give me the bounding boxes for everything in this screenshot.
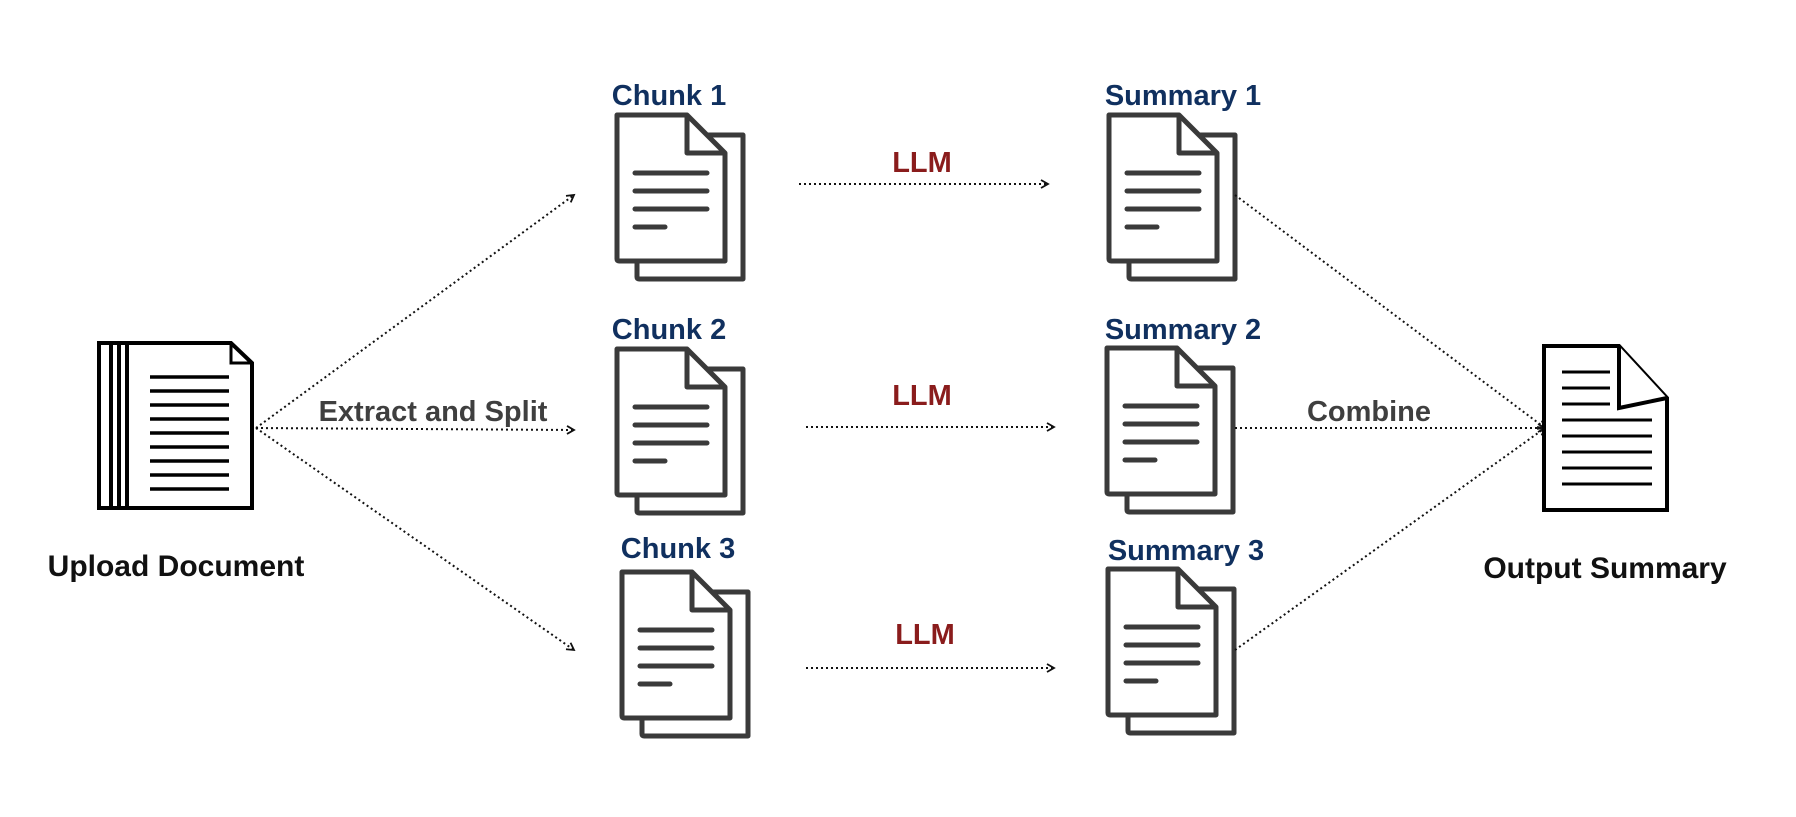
split-arrow-2 <box>255 425 576 435</box>
output-summary-label: Output Summary <box>1483 552 1727 585</box>
combine-arrow-1 <box>1234 194 1547 430</box>
chunk-3-document-icon <box>622 572 748 736</box>
summary-1-document-icon <box>1109 115 1235 279</box>
chunk-3-label: Chunk 3 <box>621 533 735 565</box>
summary-3-label: Summary 3 <box>1108 535 1264 567</box>
combine-arrow-3 <box>1234 426 1547 651</box>
output-summary-icon <box>1542 344 1669 512</box>
llm-label-2: LLM <box>892 380 952 412</box>
upload-document-icon <box>97 341 254 510</box>
chunk-2-label: Chunk 2 <box>612 314 726 346</box>
summary-2-document-icon <box>1107 348 1233 512</box>
extract-split-label: Extract and Split <box>319 396 548 428</box>
llm-label-1: LLM <box>892 147 952 179</box>
chunk-2-document-icon <box>617 349 743 513</box>
chunk-1-label: Chunk 1 <box>612 80 726 112</box>
split-arrow-3 <box>255 427 576 652</box>
llm-label-3: LLM <box>895 619 955 651</box>
summary-1-label: Summary 1 <box>1105 80 1261 112</box>
chunk-1-document-icon <box>617 115 743 279</box>
upload-document-label: Upload Document <box>48 550 305 583</box>
split-arrow-1 <box>255 193 576 429</box>
summary-2-label: Summary 2 <box>1105 314 1261 346</box>
summary-3-document-icon <box>1108 569 1234 733</box>
combine-label: Combine <box>1307 396 1431 428</box>
